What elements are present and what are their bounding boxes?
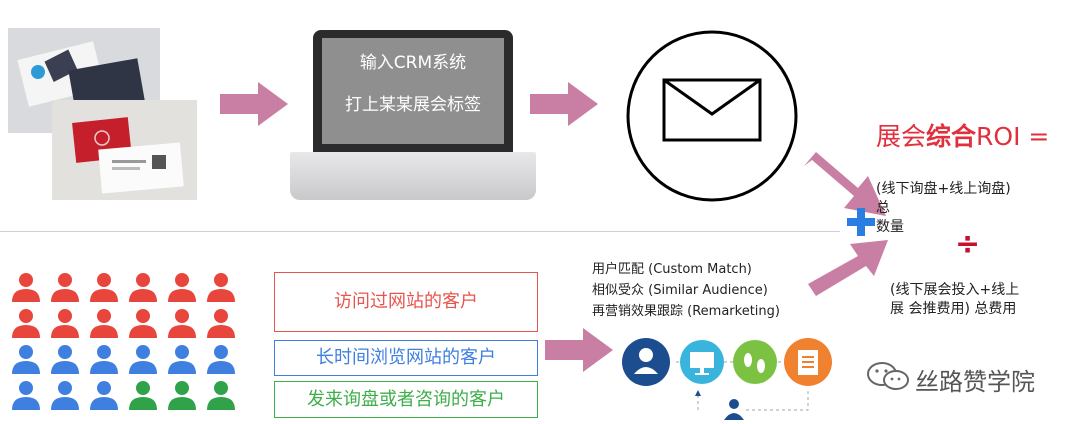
person-icon [51,345,79,374]
business-card-photo-back [8,28,160,133]
roi-title: 展会综合ROI = [876,122,1050,151]
person-icon [129,273,157,302]
arrow-right-icon [545,328,613,372]
plus-icon [846,207,876,237]
person-icon [12,309,40,338]
custom-match-text: 用户匹配 (Custom Match) [592,262,752,277]
brand-name: 丝路赞学院 [915,368,1035,396]
similar-audience-text: 相似受众 (Similar Audience) [592,283,768,298]
person-icon [168,381,196,410]
person-icon [90,381,118,410]
remarketing-flow-icons [622,338,832,420]
wechat-icon [867,362,909,390]
divide-symbol: ÷ [955,227,981,262]
section-divider [0,231,840,232]
person-icon [207,273,235,302]
person-icon [168,345,196,374]
person-icon [622,338,670,386]
roi-numerator: (线下询盘+线上询盘) 总 数量 [876,181,1011,235]
laptop-base [290,152,536,200]
person-icon [168,273,196,302]
person-icon [51,381,79,410]
person-icon [168,309,196,338]
person-icon [129,309,157,338]
person-icon [90,345,118,374]
arrow-diagonal-down-icon [804,152,886,216]
roi-denominator: (线下展会投入+线上 展 会推费用) 总费用 [890,282,1020,317]
small-person-icon [724,399,744,420]
person-icon [207,381,235,410]
person-icon [12,273,40,302]
person-icon [90,273,118,302]
footprints-icon [733,340,777,384]
business-card-photo-front [52,100,197,200]
person-icon [51,273,79,302]
laptop-text-tag: 打上某某展会标签 [345,95,481,115]
person-icon [51,309,79,338]
matching-methods: 用户匹配 (Custom Match) 相似受众 (Similar Audien… [592,259,780,322]
audience-people-grid [8,270,248,420]
person-icon [12,381,40,410]
person-icon [90,309,118,338]
person-icon [207,345,235,374]
arrow-right-icon [530,82,598,126]
person-icon [12,345,40,374]
audience-inquired-box: 发来询盘或者咨询的客户 [274,381,538,418]
person-icon [129,345,157,374]
laptop-screen: 输入CRM系统 打上某某展会标签 [313,30,513,152]
arrow-diagonal-up-icon [808,240,888,296]
person-icon [207,309,235,338]
arrow-right-icon [220,82,288,126]
document-icon [784,338,832,386]
remarketing-text: 再营销效果跟踪 (Remarketing) [592,304,780,319]
audience-long-browse-box: 长时间浏览网站的客户 [274,340,538,376]
person-icon [129,381,157,410]
monitor-icon [680,340,724,384]
audience-visited-box: 访问过网站的客户 [274,272,538,332]
envelope-icon [626,30,798,202]
laptop-text-crm: 输入CRM系统 [359,53,467,73]
